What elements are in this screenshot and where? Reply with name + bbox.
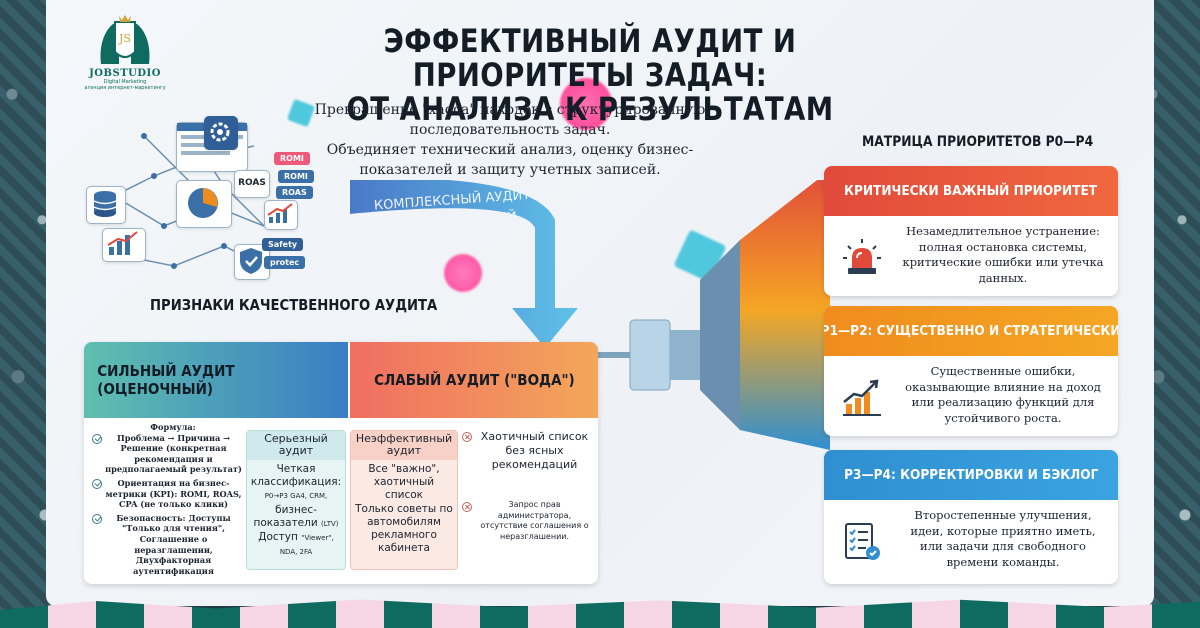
serious-audit-line: Четкая классификация: bbox=[250, 463, 342, 489]
serious-audit-column: Серьезный аудит Четкая классификация: P0… bbox=[246, 430, 346, 570]
priority-card-text: Второстепенные улучшения, идеи, которые … bbox=[910, 508, 1096, 569]
growth-chart-icon bbox=[843, 379, 881, 416]
pipe-funnel-graphic bbox=[350, 180, 830, 450]
check-icon bbox=[92, 513, 102, 524]
formula-item-text: Безопасность: Доступы "Только для чтения… bbox=[116, 512, 231, 576]
safety-chip: Safety bbox=[262, 238, 304, 251]
check-icon bbox=[92, 433, 102, 444]
formula-item-text: Проблема → Причина → Решение (конкретная… bbox=[105, 432, 242, 475]
logo-tagline: агенция интернет-маркетингу bbox=[84, 85, 166, 91]
priority-card-body: Незамедлительное устранение: полная оста… bbox=[824, 216, 1118, 296]
subtitle-line: Превращение "хаоса" находок в структурир… bbox=[314, 102, 706, 118]
priority-card-header: P1—P2: СУЩЕСТВЕННО И СТРАТЕГИЧЕСКИ bbox=[824, 306, 1118, 356]
serious-audit-heading: Серьезный аудит bbox=[247, 431, 345, 460]
serious-audit-line: бизнес-показатели bbox=[253, 503, 318, 529]
strong-audit-header: СИЛЬНЫЙ АУДИТ (ОЦЕНОЧНЫЙ) bbox=[84, 342, 348, 418]
formula-item: Проблема → Причина → Решение (конкретная… bbox=[92, 433, 242, 475]
audit-comparison-panel: СИЛЬНЫЙ АУДИТ (ОЦЕНОЧНЫЙ) СЛАБЫЙ АУДИТ (… bbox=[84, 342, 598, 584]
serious-audit-note: "Viewer", NDA, 2FA bbox=[279, 534, 334, 557]
trend-chart-icon bbox=[264, 200, 298, 230]
cluster-label: ПРИЗНАКИ КАЧЕСТВЕННОГО АУДИТА bbox=[150, 296, 438, 314]
audit-formula: Формула: Проблема → Причина → Решение (к… bbox=[92, 422, 242, 579]
cross-icon bbox=[462, 502, 472, 512]
subtitle-line: Объединяет технический анализ, оценку би… bbox=[326, 142, 694, 158]
weak-audit-header: СЛАБЫЙ АУДИТ ("ВОДА") bbox=[350, 342, 598, 418]
ineffective-audit-heading: Неэффективный аудит bbox=[351, 431, 457, 460]
logo-name: JOBSTUDIO bbox=[89, 68, 161, 79]
pink-orb-decoration bbox=[560, 78, 612, 130]
priority-card-header: P3—P4: КОРРЕКТИРОВКИ И БЭКЛОГ bbox=[824, 450, 1118, 500]
formula-item: Безопасность: Доступы "Только для чтения… bbox=[92, 513, 242, 577]
subtitle-line: последовательность задач. bbox=[409, 122, 611, 138]
priority-card-backlog: P3—P4: КОРРЕКТИРОВКИ И БЭКЛОГ Второстепе… bbox=[824, 450, 1118, 584]
check-icon bbox=[92, 478, 102, 489]
weak-note-text: Хаотичный список без ясных рекомендаций bbox=[480, 430, 589, 471]
database-icon bbox=[86, 186, 126, 224]
subtitle-line: показателей и защиту учетных записей. bbox=[359, 162, 661, 178]
formula-item-text: Ориентация на бизнес-метрики (KPI): ROMI… bbox=[105, 477, 242, 510]
priority-card-header: КРИТИЧЕСКИ ВАЖНЫЙ ПРИОРИТЕТ bbox=[824, 166, 1118, 216]
page-title: ЭФФЕКТИВНЫЙ АУДИТ И ПРИОРИТЕТЫ ЗАДАЧ: ОТ… bbox=[280, 24, 899, 126]
priority-card-body: Существенные ошибки, оказывающие влияние… bbox=[824, 356, 1118, 436]
bar-chart-icon bbox=[102, 228, 146, 262]
serious-audit-line: Доступ bbox=[258, 531, 298, 544]
weak-note-text: Запрос прав администратора, отсутствие с… bbox=[480, 500, 589, 541]
logo: JS JOBSTUDIO Digital Marketing агенция и… bbox=[80, 12, 170, 91]
weak-note: Запрос прав администратора, отсутствие с… bbox=[462, 500, 592, 542]
logo-monogram: JS bbox=[118, 32, 131, 45]
title-line: ЭФФЕКТИВНЫЙ АУДИТ И ПРИОРИТЕТЫ ЗАДАЧ: bbox=[383, 22, 797, 94]
cross-icon bbox=[462, 432, 472, 442]
romi-chip: ROMI bbox=[278, 170, 314, 183]
formula-item: Ориентация на бизнес-метрики (KPI): ROMI… bbox=[92, 478, 242, 510]
ineffective-audit-body: Все "важно", хаотичный список Только сов… bbox=[351, 460, 457, 558]
ineffective-audit-column: Неэффективный аудит Все "важно", хаотичн… bbox=[350, 430, 458, 570]
priority-card-body: Второстепенные улучшения, идеи, которые … bbox=[824, 500, 1118, 584]
ineffective-audit-line: хаотичный список bbox=[373, 476, 435, 502]
priority-card-text: Существенные ошибки, оказывающие влияние… bbox=[905, 364, 1101, 425]
roas-chip: ROAS bbox=[276, 186, 313, 199]
serious-audit-body: Четкая классификация: P0→P3 GA4, CRM, би… bbox=[247, 460, 345, 562]
weak-audit-notes: Хаотичный список без ясных рекомендаций … bbox=[462, 430, 592, 542]
horses-crest-icon: JS bbox=[100, 15, 150, 65]
page-subtitle: Превращение "хаоса" находок в структурир… bbox=[300, 100, 720, 180]
logo-tagline: Digital Marketing bbox=[103, 79, 147, 85]
siren-icon bbox=[843, 239, 881, 274]
gear-icon bbox=[204, 116, 238, 150]
serious-audit-note: (LTV) bbox=[321, 519, 339, 528]
priority-card-critical: КРИТИЧЕСКИ ВАЖНЫЙ ПРИОРИТЕТ Незамедлител… bbox=[824, 166, 1118, 296]
weak-note: Хаотичный список без ясных рекомендаций bbox=[462, 430, 592, 472]
romi-chip: ROMI bbox=[274, 152, 310, 165]
matrix-title: МАТРИЦА ПРИОРИТЕТОВ P0—P4 bbox=[862, 134, 1094, 150]
pink-orb-decoration bbox=[444, 254, 482, 292]
checklist-icon bbox=[845, 523, 880, 560]
ineffective-audit-line: Все "важно", bbox=[368, 463, 440, 475]
pie-chart-icon bbox=[176, 180, 232, 228]
title-line: ОТ АНАЛИЗА К РЕЗУЛЬТАТАМ bbox=[346, 90, 834, 128]
roas-label-icon: ROAS bbox=[234, 170, 270, 198]
protec-chip: protec bbox=[264, 256, 306, 269]
serious-audit-line: P0→P3 GA4, CRM, bbox=[264, 492, 328, 501]
priority-card-text: Незамедлительное устранение: полная оста… bbox=[902, 224, 1104, 285]
audit-icons-cluster: ROAS ROMI ROMI ROAS Safety protec bbox=[84, 116, 360, 290]
ineffective-audit-line: Только советы по автомобилям рекламного … bbox=[355, 502, 453, 555]
formula-heading: Формула: bbox=[150, 422, 196, 432]
priority-card-strategic: P1—P2: СУЩЕСТВЕННО И СТРАТЕГИЧЕСКИ Сущес… bbox=[824, 306, 1118, 436]
